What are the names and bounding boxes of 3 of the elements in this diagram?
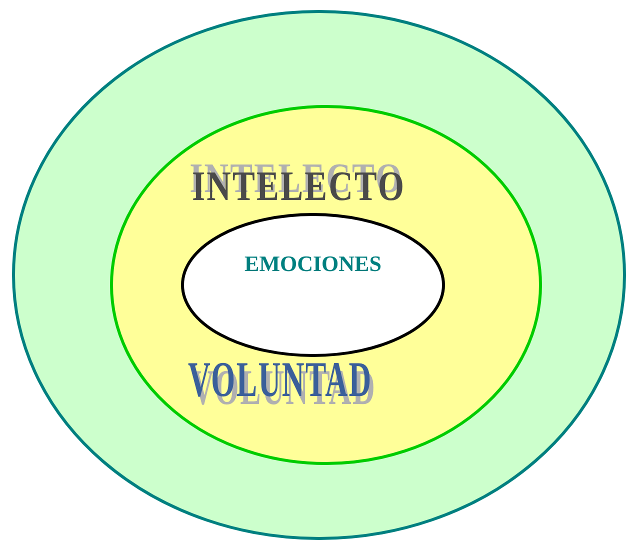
heading-text: INTELECTO: [192, 163, 406, 211]
ellipse-label: EMOCIONES: [244, 251, 382, 277]
heading-text: VOLUNTAD: [188, 350, 372, 408]
